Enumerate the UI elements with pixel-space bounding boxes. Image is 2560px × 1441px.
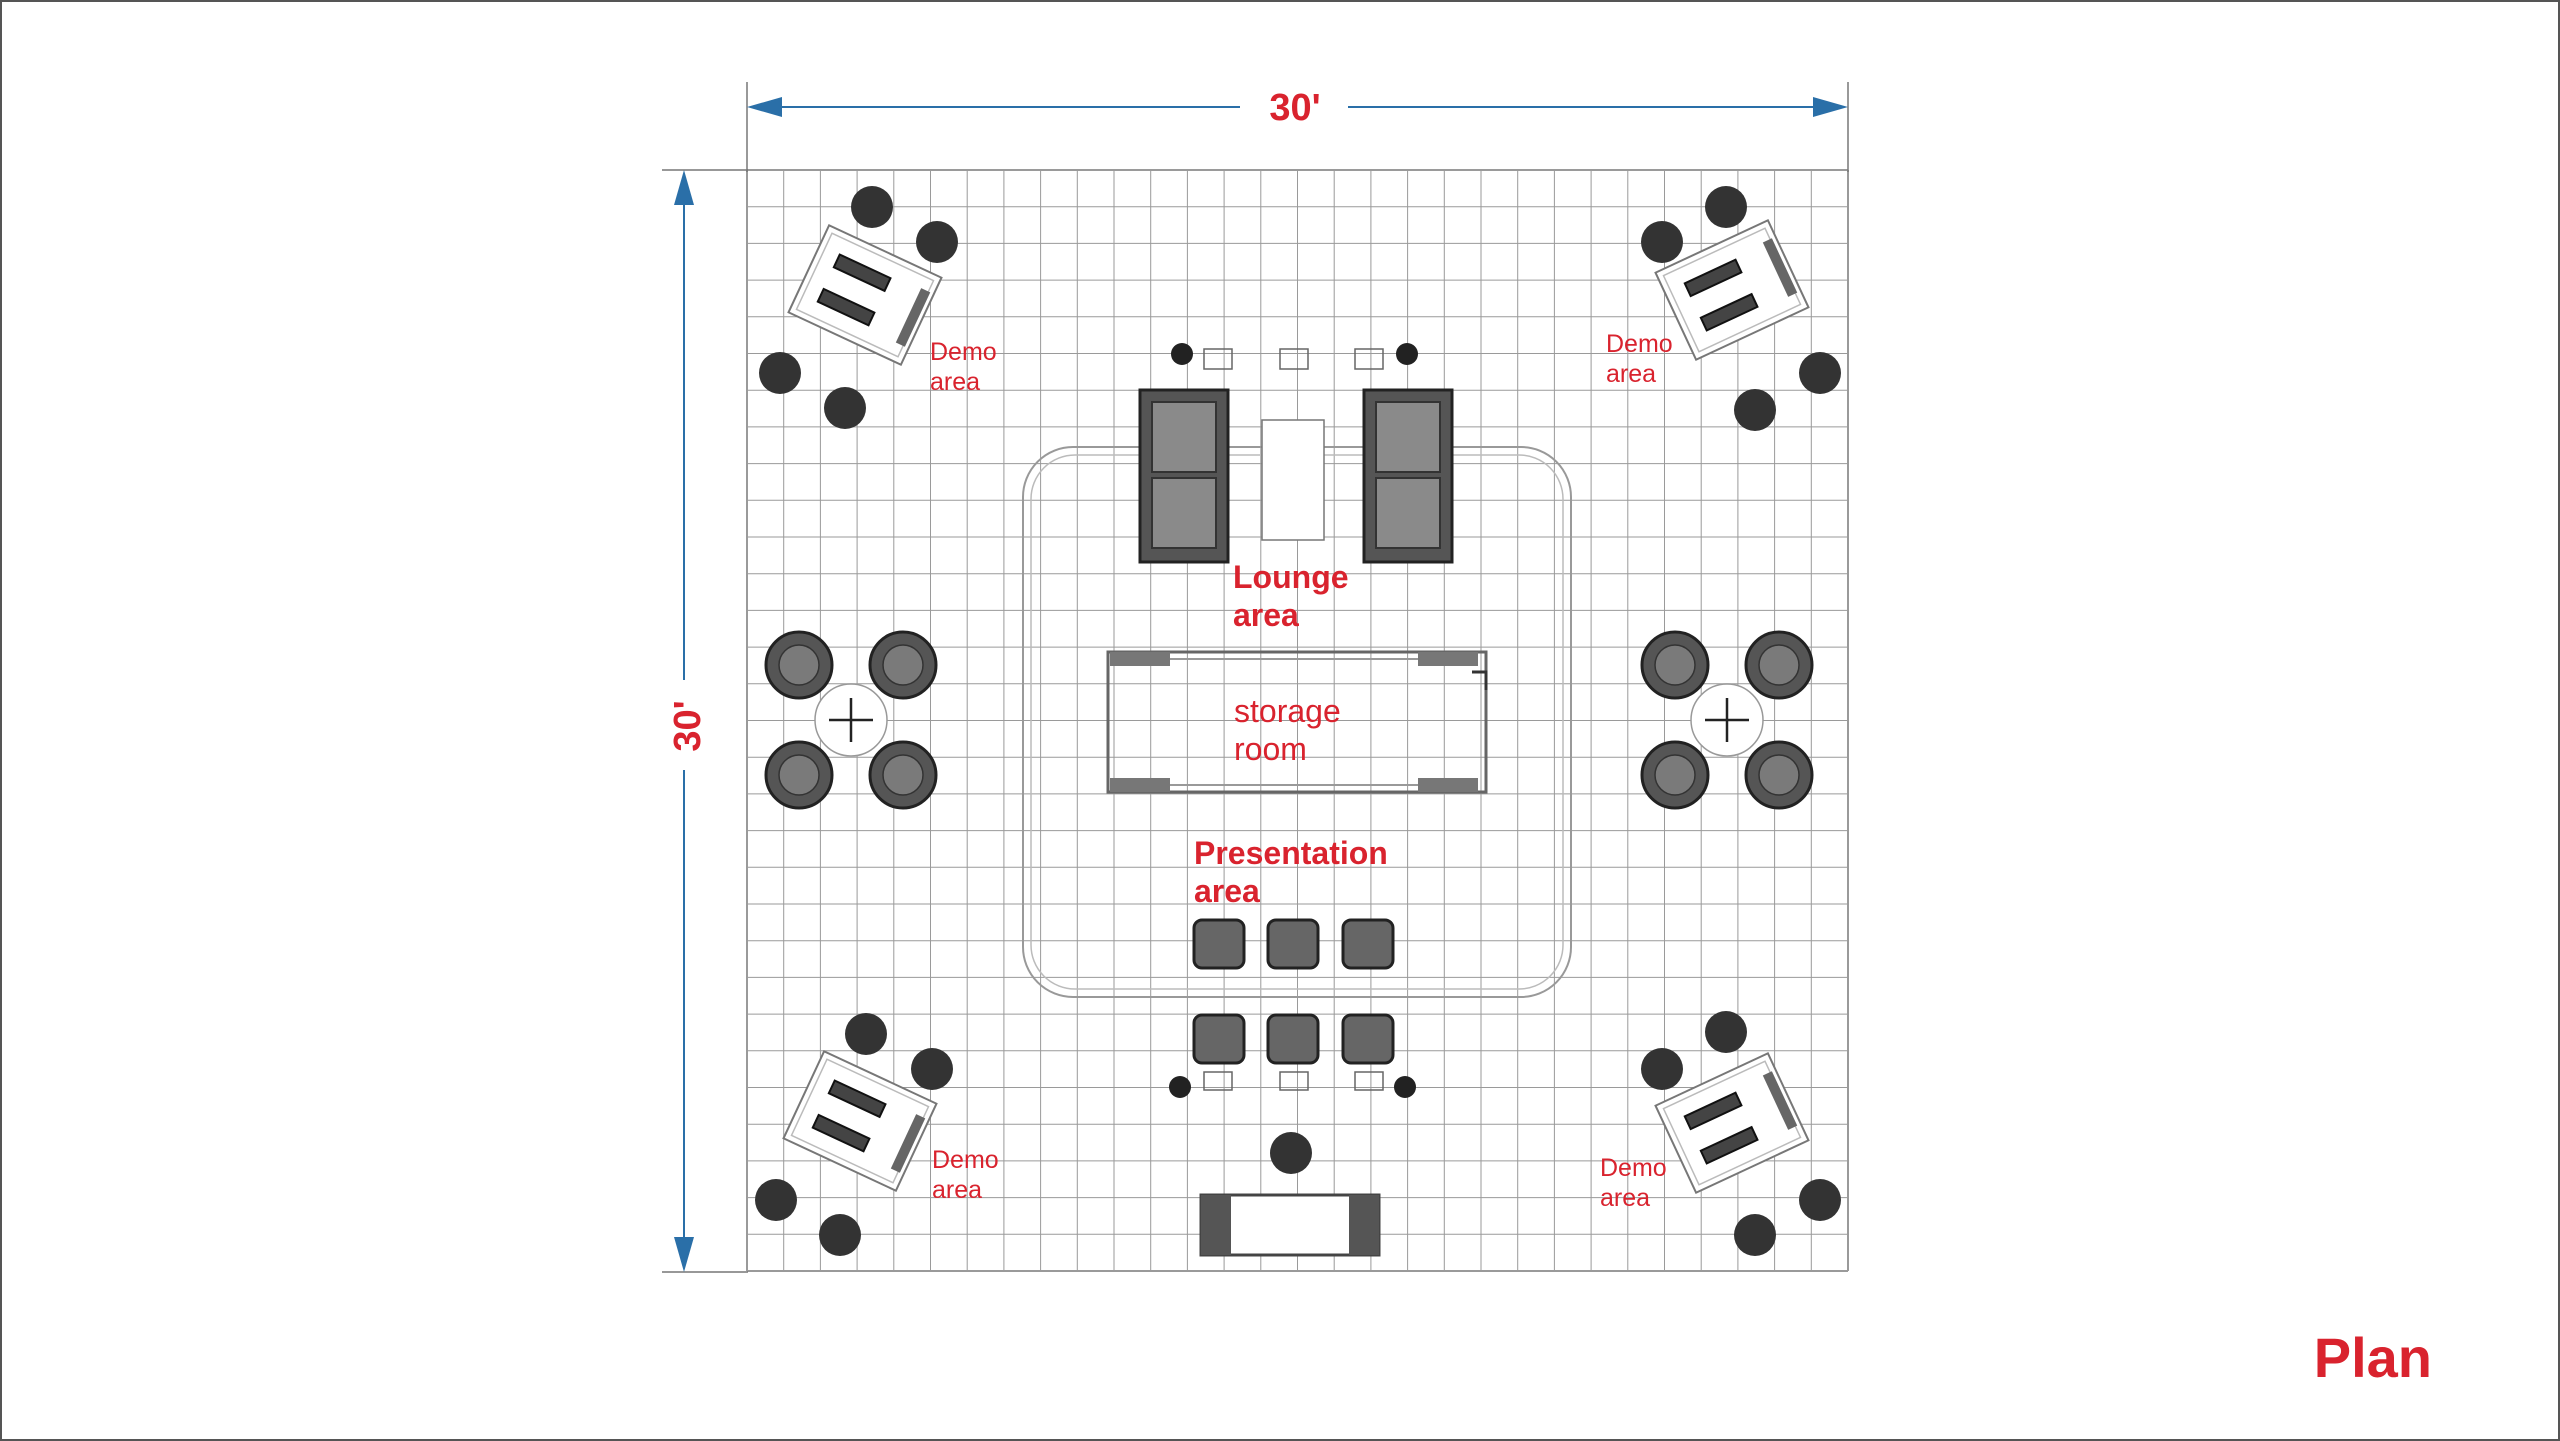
chair-icon — [1192, 1013, 1246, 1065]
plan-title: Plan — [2313, 1326, 2432, 1389]
presentation-label-2: area — [1194, 873, 1260, 909]
arrow-left-icon — [747, 97, 782, 117]
demo-station-top-left — [759, 186, 958, 429]
side-table-right — [1640, 630, 1814, 810]
presentation-label-1: Presentation — [1194, 835, 1388, 871]
monitor-icon — [816, 287, 876, 327]
arrow-right-icon — [1813, 97, 1848, 117]
monitor-icon — [811, 1113, 871, 1153]
stool-icon — [1270, 1132, 1312, 1174]
stool-icon — [1641, 1048, 1683, 1090]
demo-label-tl-2: area — [930, 368, 980, 396]
coffee-table-icon — [1261, 419, 1325, 541]
stool-icon — [1799, 1179, 1841, 1221]
width-dimension: 30' — [746, 82, 1849, 172]
stool-icon — [1641, 221, 1683, 263]
demo-station-bottom-right — [1641, 1011, 1841, 1256]
plant-icon — [1394, 1076, 1416, 1098]
demo-station-bottom-left — [755, 1013, 953, 1256]
plant-icon — [1169, 1076, 1191, 1098]
chair-icon — [1266, 1013, 1320, 1065]
monitor-icon — [1699, 292, 1759, 332]
stool-icon — [819, 1214, 861, 1256]
demo-label-br-2: area — [1600, 1184, 1650, 1212]
stool-icon — [916, 221, 958, 263]
demo-label-bl-2: area — [932, 1176, 982, 1204]
demo-label-tl-1: Demo — [930, 338, 997, 366]
stool-icon — [1705, 186, 1747, 228]
stool-icon — [1705, 1011, 1747, 1053]
plant-icon — [1396, 343, 1418, 365]
chair-icon — [1192, 918, 1246, 970]
presentation-seating — [1169, 918, 1416, 1257]
lounge-label-1: Lounge — [1233, 559, 1349, 595]
stool-icon — [1734, 1214, 1776, 1256]
door-icon — [1472, 670, 1488, 690]
demo-label-tr-2: area — [1606, 360, 1656, 388]
demo-station-top-right — [1641, 186, 1841, 431]
monitor-icon — [827, 1079, 887, 1119]
stool-icon — [851, 186, 893, 228]
monitor-icon — [1683, 1091, 1743, 1131]
demo-label-br-1: Demo — [1600, 1154, 1667, 1182]
arrow-down-icon — [674, 1237, 694, 1272]
stool-icon — [1799, 352, 1841, 394]
monitor-icon — [832, 253, 892, 293]
chair-icon — [1341, 1013, 1395, 1065]
lounge-furniture — [1138, 343, 1454, 564]
monitor-icon — [1683, 258, 1743, 298]
demo-label-bl-1: Demo — [932, 1146, 999, 1174]
demo-label-tr-1: Demo — [1606, 330, 1673, 358]
arrow-up-icon — [674, 170, 694, 205]
stool-icon — [1734, 389, 1776, 431]
stool-icon — [759, 352, 801, 394]
stool-icon — [845, 1013, 887, 1055]
height-label: 30' — [667, 700, 709, 751]
storage-room — [1106, 650, 1488, 794]
chair-icon — [1266, 918, 1320, 970]
monitor-icon — [1699, 1125, 1759, 1165]
storage-label-1: storage — [1234, 693, 1341, 729]
storage-label-2: room — [1234, 731, 1307, 767]
plant-icon — [1171, 343, 1193, 365]
lounge-label-2: area — [1233, 597, 1299, 633]
width-label: 30' — [1269, 87, 1320, 129]
stool-icon — [755, 1179, 797, 1221]
stool-icon — [824, 387, 866, 429]
chair-icon — [1341, 918, 1395, 970]
height-dimension: 30' — [662, 169, 748, 1273]
stool-icon — [911, 1048, 953, 1090]
side-table-left — [764, 630, 938, 810]
